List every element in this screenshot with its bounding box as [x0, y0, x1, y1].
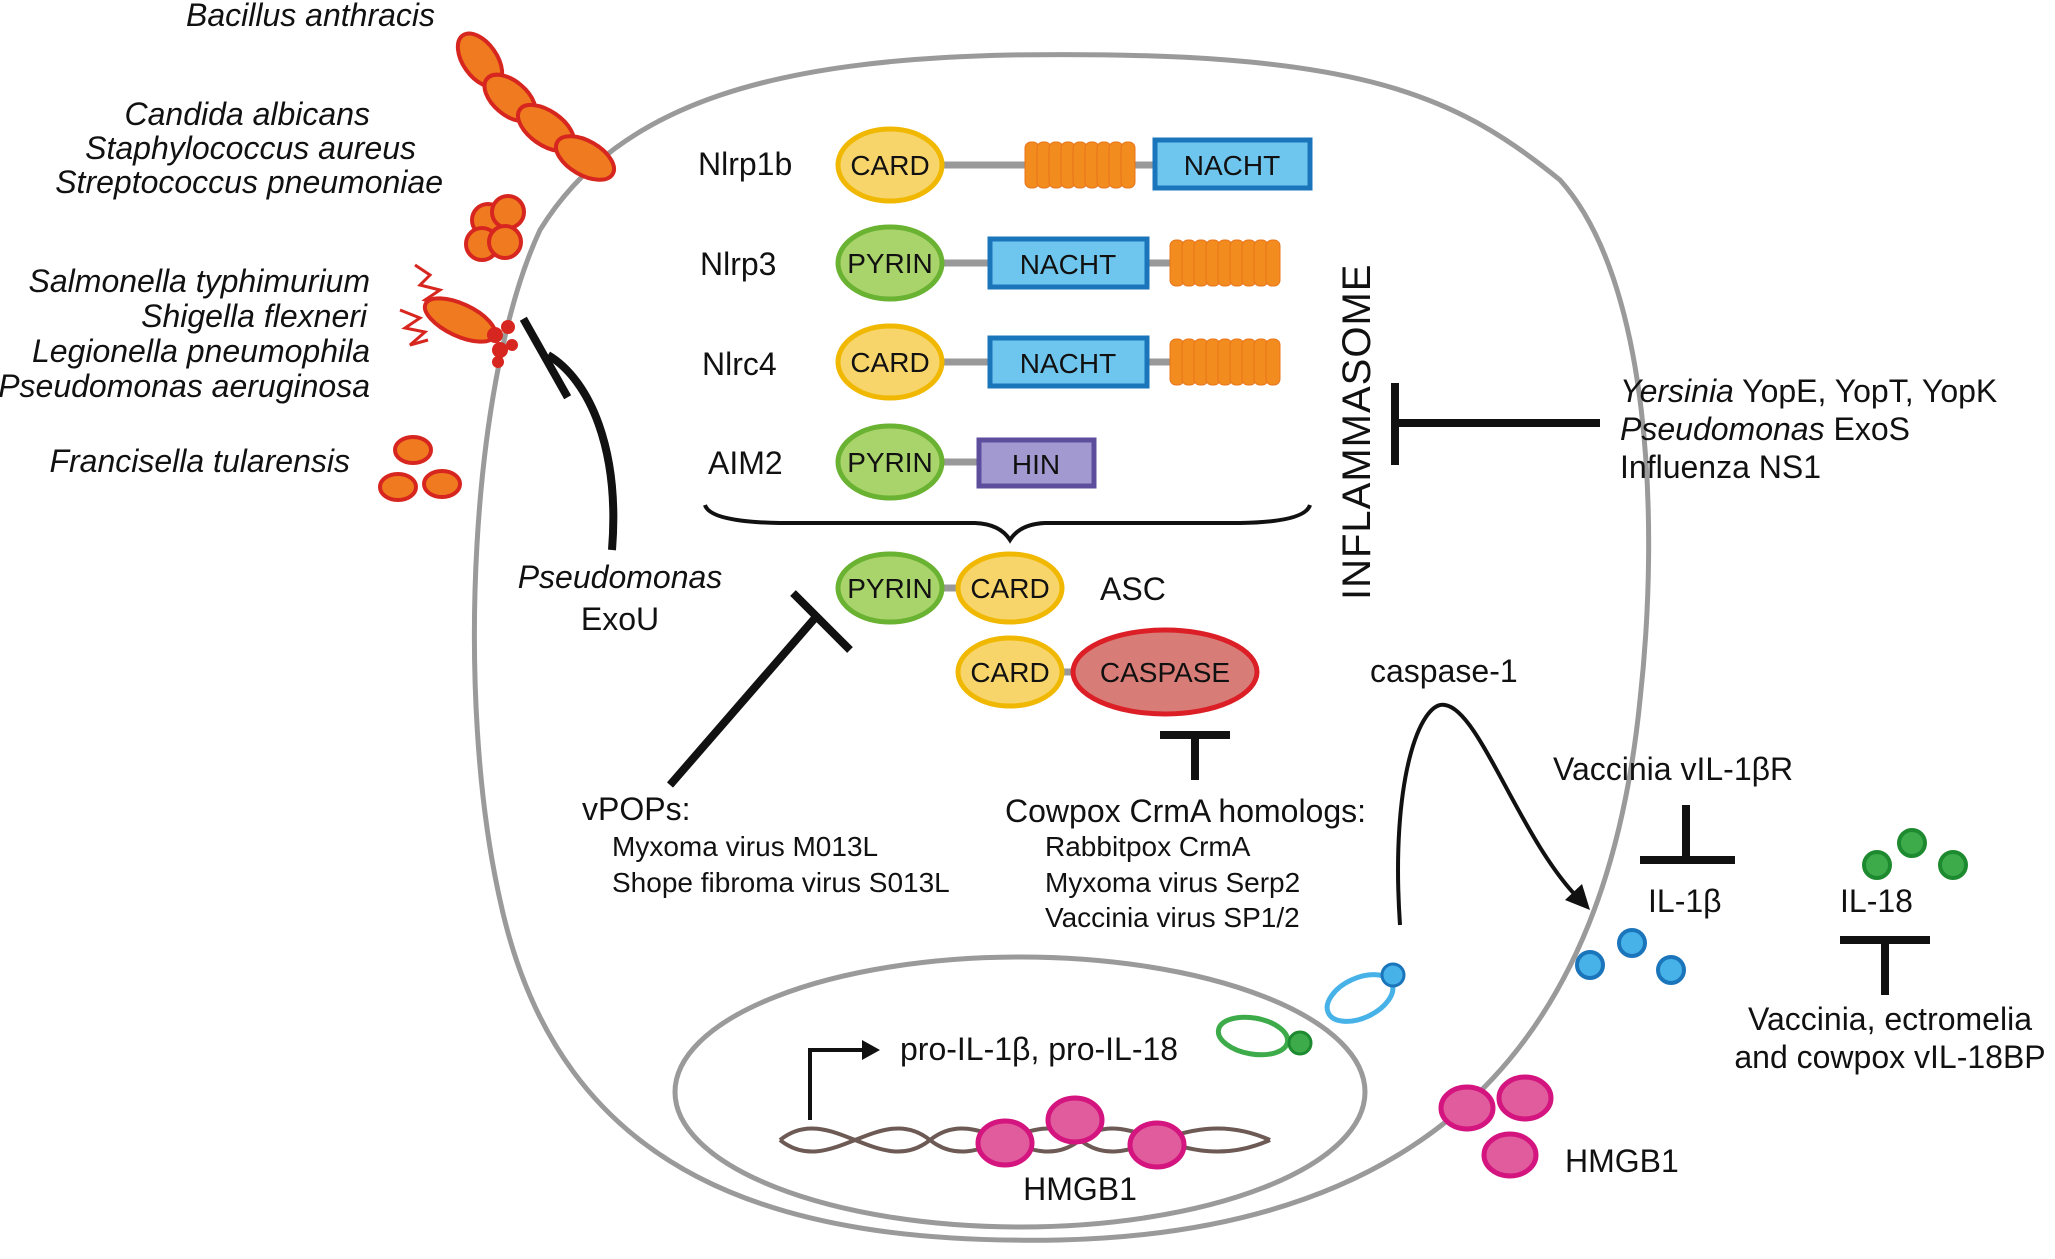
- caspase-label: caspase-1: [1370, 653, 1518, 689]
- inflammasome-label: INFLAMMASOME: [1335, 264, 1379, 600]
- hmgb1-nuclear-icon: [975, 1095, 1187, 1170]
- domain-label: NACHT: [1020, 249, 1116, 280]
- pathogen-label: Legionella pneumophila: [32, 333, 370, 369]
- exou-inhibition: [519, 316, 618, 551]
- card-domain: [955, 635, 1065, 709]
- pathogen-label: Staphylococcus aureus: [85, 130, 416, 166]
- vil1br-label: Vaccinia vIL-1βR: [1553, 751, 1793, 787]
- processing-arrow: [1396, 702, 1582, 926]
- pathogen-label: Bacillus anthracis: [186, 0, 435, 33]
- hmgb1-released-icon: [1438, 1074, 1554, 1179]
- vpop-item: Myxoma virus M013L: [612, 831, 878, 862]
- receptor-brace: [703, 504, 1312, 544]
- nucleus: [672, 954, 1368, 1230]
- card-domain: [955, 551, 1065, 625]
- pathogen-label: Streptococcus pneumoniae: [55, 164, 443, 200]
- receptor-name: Nlrc4: [702, 346, 777, 382]
- inhibitor-line: Pseudomonas ExoS: [1620, 411, 1910, 447]
- asc-label: ASC: [1100, 571, 1166, 607]
- domain-label: YopE, YopT, YopK: [1734, 373, 1997, 409]
- exou-genus: Pseudomonas: [518, 559, 723, 595]
- pro-il1b-icon: [1324, 962, 1406, 1024]
- hmgb1-nuclear-label: HMGB1: [1023, 1171, 1137, 1207]
- crma-item: Myxoma virus Serp2: [1045, 867, 1300, 898]
- vil1br-inhibition: [1640, 805, 1735, 864]
- receptor-name: Nlrp3: [700, 246, 776, 282]
- cell-membrane: [471, 52, 1652, 1243]
- inhibitor-line: Yersinia YopE, YopT, YopK: [1620, 373, 1997, 409]
- pyrin-domain: [835, 551, 945, 625]
- francisella-icon: [378, 435, 462, 502]
- pathogen-label: Shigella flexneri: [141, 298, 368, 334]
- il1b-label: IL-1β: [1648, 883, 1722, 919]
- caspase-domain: [1070, 627, 1260, 717]
- card-domain: [835, 126, 945, 204]
- vil18bp-line: and cowpox vIL-18BP: [1734, 1039, 2045, 1075]
- domain-label: NACHT: [1184, 150, 1280, 181]
- vpop-inhibition: [666, 590, 853, 788]
- crma-item: Vaccinia virus SP1/2: [1045, 902, 1300, 933]
- il18-mature-icon: [1862, 828, 1968, 880]
- nacht-domain: [987, 335, 1150, 389]
- domain-label: PYRIN: [847, 447, 933, 478]
- domain-label: CASPASE: [1100, 657, 1230, 688]
- receptor-name: Nlrp1b: [698, 146, 792, 182]
- vil18bp-line: Vaccinia, ectromelia: [1748, 1001, 2032, 1037]
- hmgb1-released-label: HMGB1: [1565, 1143, 1679, 1179]
- vpop-title: vPOPs:: [582, 791, 690, 827]
- domain-label: CARD: [970, 657, 1049, 688]
- domain-label: HIN: [1012, 449, 1060, 480]
- exou-name: ExoU: [581, 601, 659, 637]
- hin-domain: [976, 437, 1097, 489]
- domain-label: PYRIN: [847, 248, 933, 279]
- receptor-name: AIM2: [708, 445, 783, 481]
- bacillus-icon: [455, 31, 616, 182]
- lrr-domain: [1169, 239, 1281, 287]
- arrowhead-icon: [1565, 884, 1590, 910]
- domain-label: Yersinia: [1620, 373, 1734, 409]
- crma-title: Cowpox CrmA homologs:: [1005, 793, 1366, 829]
- lrr-domain: [1169, 338, 1281, 386]
- il18-label: IL-18: [1840, 883, 1913, 919]
- pathogen-label: Candida albicans: [125, 96, 371, 132]
- domain-label: PYRIN: [847, 573, 933, 604]
- domain-label: CARD: [850, 347, 929, 378]
- domain-label: CARD: [970, 573, 1049, 604]
- vil18bp-inhibition: [1840, 936, 1930, 995]
- crma-item: Rabbitpox CrmA: [1045, 831, 1251, 862]
- domain-label: Pseudomonas: [1620, 411, 1825, 447]
- inflammasome-inhibition: [1391, 383, 1600, 465]
- vpop-item: Shope fibroma virus S013L: [612, 867, 950, 898]
- pyrin-domain: [835, 423, 945, 501]
- pathogen-label: Salmonella typhimurium: [29, 263, 370, 299]
- pathogen-label: Pseudomonas aeruginosa: [0, 368, 370, 404]
- transcript-label: pro-IL-1β, pro-IL-18: [900, 1031, 1178, 1067]
- nacht-domain: [1152, 137, 1313, 191]
- crma-inhibition: [1160, 731, 1230, 780]
- card-domain: [835, 323, 945, 401]
- pro-il18-icon: [1215, 1014, 1313, 1058]
- domain-label: NACHT: [1020, 348, 1116, 379]
- domain-label: CARD: [850, 150, 929, 181]
- lrr-domain: [1024, 141, 1136, 189]
- pyrin-domain: [835, 224, 945, 302]
- pathogen-label: Francisella tularensis: [49, 443, 350, 479]
- inhibitor-line: Influenza NS1: [1620, 449, 1821, 485]
- transcription-arrow: [808, 1040, 880, 1120]
- il1b-mature-icon: [1575, 928, 1686, 985]
- flagellated-bacterium-icon: [399, 263, 518, 368]
- domain-label: ExoS: [1825, 411, 1910, 447]
- cocci-icon: [464, 194, 526, 262]
- nacht-domain: [987, 236, 1150, 290]
